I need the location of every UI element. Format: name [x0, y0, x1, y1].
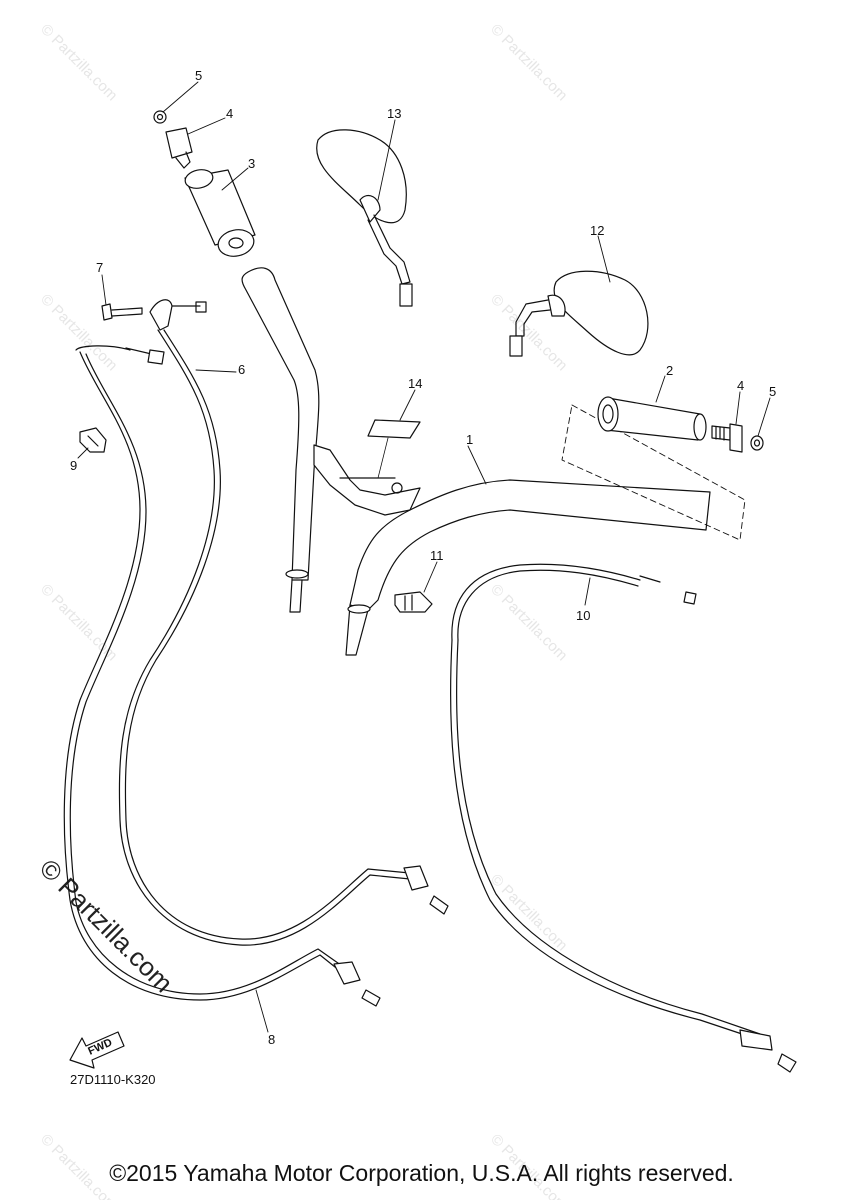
callout-6: 6	[238, 362, 245, 377]
watermark: © Partzilla.com	[37, 291, 120, 374]
copyright-notice: ©2015 Yamaha Motor Corporation, U.S.A. A…	[109, 1160, 734, 1186]
callout-3: 3	[248, 156, 255, 171]
callout-13: 13	[387, 106, 401, 121]
callout-4b: 4	[737, 378, 744, 393]
left-grip-assembly	[153, 110, 256, 257]
tape-pad	[367, 419, 421, 479]
cable-clamp	[394, 591, 433, 613]
throttle-cable-6	[118, 299, 449, 946]
callout-5b: 5	[769, 384, 776, 399]
callout-8: 8	[268, 1032, 275, 1047]
callout-11: 11	[430, 548, 444, 563]
fwd-arrow-icon	[69, 1031, 125, 1069]
callout-14: 14	[408, 376, 422, 391]
cable-holder	[79, 427, 107, 453]
clutch-cable	[449, 563, 797, 1073]
callout-12: 12	[590, 223, 604, 238]
watermark: © Partzilla.com	[37, 21, 120, 104]
callout-7: 7	[96, 260, 103, 275]
part-code: 27D1110-K320	[70, 1072, 156, 1087]
leader-lines	[77, 81, 771, 1033]
watermark: © Partzilla.com	[487, 581, 570, 664]
watermark-large: © Partzilla.com	[34, 853, 179, 998]
throttle-cable-8	[63, 345, 381, 1007]
bolt	[101, 303, 143, 321]
callout-4: 4	[226, 106, 233, 121]
watermark-layer: © Partzilla.com © Partzilla.com © Partzi…	[34, 21, 571, 1200]
callout-10: 10	[576, 608, 590, 623]
callout-9: 9	[70, 458, 77, 473]
right-grip-assembly	[561, 396, 764, 541]
callout-labels: 5 4 3 13 12 7 6 2 4 5 14 1 9 11 10 8 FWD	[70, 68, 776, 1058]
callout-5: 5	[195, 68, 202, 83]
handlebar	[241, 267, 711, 656]
mirror-right	[509, 270, 649, 357]
callout-2: 2	[666, 363, 673, 378]
watermark: © Partzilla.com	[487, 21, 570, 104]
callout-1: 1	[466, 432, 473, 447]
mirror-left	[316, 129, 413, 307]
